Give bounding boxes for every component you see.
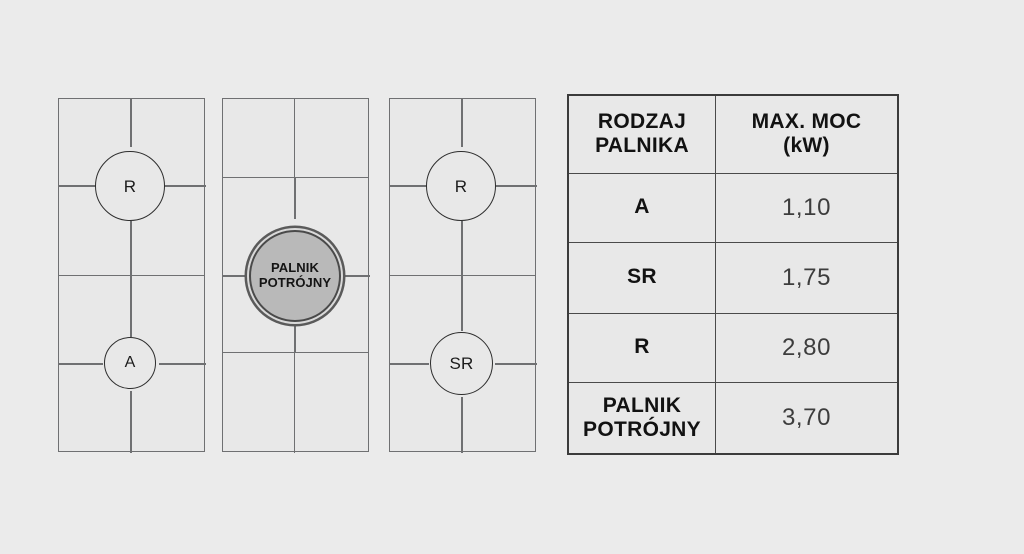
burner-tick-right bbox=[495, 363, 537, 365]
burner-label: A bbox=[124, 354, 136, 371]
burner-label: R bbox=[454, 176, 468, 196]
burner-tick-top bbox=[294, 177, 296, 219]
grate-line-horizontal bbox=[390, 275, 535, 276]
hob-panel-2: PALNIK POTRÓJNY bbox=[222, 98, 370, 453]
cell-burner-power: 1,75 bbox=[715, 241, 899, 314]
burner-tick-right bbox=[342, 275, 370, 277]
cell-burner-type: PALNIK POTRÓJNY bbox=[567, 381, 716, 455]
burner-tick-left bbox=[223, 275, 249, 277]
table-row: R 2,80 bbox=[567, 312, 899, 383]
burner-tick-left bbox=[59, 185, 97, 187]
burner-label-line-2: POTRÓJNY bbox=[258, 275, 332, 290]
cell-burner-type: R bbox=[567, 312, 716, 383]
cell-burner-type: A bbox=[567, 172, 716, 243]
header-type-line-2: PALNIKA bbox=[595, 134, 689, 158]
burner-tick-top bbox=[461, 99, 463, 147]
burner-tick-top bbox=[130, 99, 132, 147]
burner-r[interactable]: R bbox=[426, 151, 496, 221]
table-row: A 1,10 bbox=[567, 172, 899, 243]
burner-power-table: RODZAJ PALNIKA MAX. MOC (kW) A 1,10 SR 1… bbox=[567, 94, 899, 455]
burner-tick-bottom bbox=[130, 221, 132, 275]
cell-burner-type-line-1: PALNIK bbox=[602, 393, 682, 417]
hob-panel-1: R A bbox=[58, 98, 206, 453]
burner-tick-top bbox=[130, 275, 132, 337]
cell-burner-power: 3,70 bbox=[715, 381, 899, 455]
burner-tick-right bbox=[496, 185, 537, 187]
cell-burner-type-line-2: POTRÓJNY bbox=[583, 417, 701, 441]
grate-line-horizontal-top bbox=[223, 177, 368, 178]
grate-line-vertical-top bbox=[294, 99, 295, 177]
table-row: SR 1,75 bbox=[567, 241, 899, 314]
burner-tick-left bbox=[59, 363, 103, 365]
hob-panel-3: R SR bbox=[389, 98, 537, 453]
cell-burner-power: 2,80 bbox=[715, 312, 899, 383]
table-row: PALNIK POTRÓJNY 3,70 bbox=[567, 381, 899, 455]
burner-r[interactable]: R bbox=[95, 151, 165, 221]
header-type-line-1: RODZAJ bbox=[597, 110, 687, 134]
burner-tick-left bbox=[390, 185, 428, 187]
header-power-line-1: MAX. MOC bbox=[751, 110, 862, 134]
burner-tick-right bbox=[159, 363, 206, 365]
grate-line-horizontal bbox=[59, 275, 204, 276]
burner-triple[interactable]: PALNIK POTRÓJNY bbox=[249, 230, 341, 322]
burner-tick-right bbox=[165, 185, 206, 187]
header-cell-power: MAX. MOC (kW) bbox=[715, 94, 899, 174]
table-header-row: RODZAJ PALNIKA MAX. MOC (kW) bbox=[567, 94, 899, 174]
burner-label: SR bbox=[449, 354, 474, 373]
burner-tick-bottom bbox=[130, 391, 132, 453]
burner-tick-bottom bbox=[461, 221, 463, 275]
grate-line-horizontal-bottom bbox=[223, 352, 368, 353]
header-cell-type: RODZAJ PALNIKA bbox=[567, 94, 716, 174]
burner-tick-bottom bbox=[461, 397, 463, 453]
cell-burner-type: SR bbox=[567, 241, 716, 314]
burner-tick-left bbox=[390, 363, 429, 365]
grate-line-vertical-bottom bbox=[294, 352, 295, 453]
header-power-line-2: (kW) bbox=[783, 134, 830, 158]
burner-tick-bottom bbox=[294, 311, 296, 352]
burner-label-line-1: PALNIK bbox=[270, 260, 319, 276]
burner-label: R bbox=[123, 176, 137, 196]
burner-tick-top bbox=[461, 275, 463, 331]
cell-burner-power: 1,10 bbox=[715, 172, 899, 243]
burner-sr[interactable]: SR bbox=[430, 332, 493, 395]
burner-label: PALNIK POTRÓJNY bbox=[259, 261, 331, 290]
burner-a[interactable]: A bbox=[104, 337, 156, 389]
